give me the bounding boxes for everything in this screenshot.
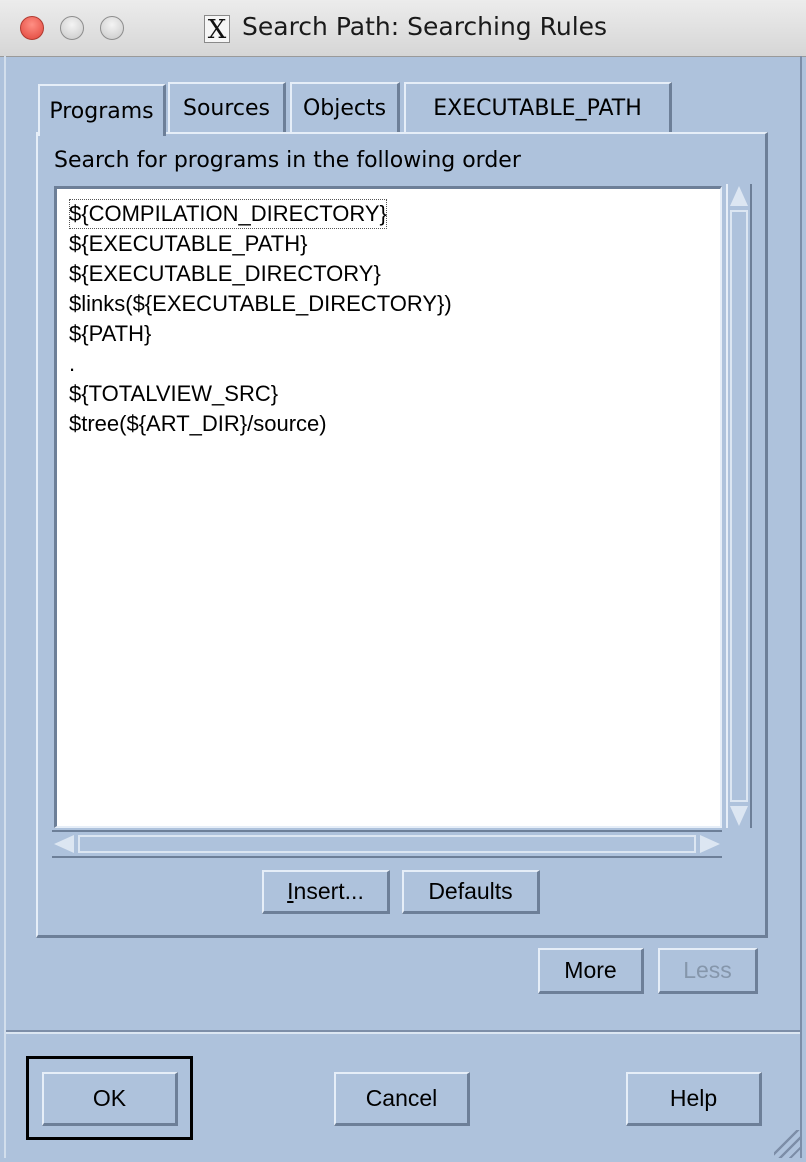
path-entry-tree-art-dir[interactable]: $tree(${ART_DIR}/source) — [69, 411, 327, 436]
tab-objects-label: Objects — [302, 95, 387, 121]
ok-button-label: OK — [92, 1085, 127, 1111]
cancel-button[interactable]: Cancel — [334, 1072, 470, 1126]
path-entry-path[interactable]: ${PATH} — [69, 321, 152, 346]
tab-sources-label: Sources — [182, 95, 271, 121]
less-button-label: Less — [683, 957, 732, 983]
scroll-up-arrow-icon[interactable] — [730, 186, 748, 206]
less-button: Less — [658, 948, 758, 994]
close-window-button[interactable] — [20, 16, 44, 40]
minimize-window-button[interactable] — [60, 16, 84, 40]
tab-objects[interactable]: Objects — [290, 82, 400, 132]
more-button[interactable]: More — [538, 948, 644, 994]
path-entry-executable-path[interactable]: ${EXECUTABLE_PATH} — [69, 231, 308, 256]
vertical-scroll-trough[interactable] — [730, 210, 748, 802]
footer-separator — [6, 1030, 800, 1034]
tab-executable-path-label: EXECUTABLE_PATH — [433, 95, 642, 121]
defaults-button-label: Defaults — [428, 878, 513, 904]
scroll-left-arrow-icon[interactable] — [54, 835, 74, 853]
path-entry-compilation-directory[interactable]: ${COMPILATION_DIRECTORY} — [69, 199, 387, 229]
vertical-scrollbar[interactable] — [726, 184, 752, 828]
insert-button-mnemonic: I — [287, 878, 294, 904]
scroll-right-arrow-icon[interactable] — [700, 835, 720, 853]
cancel-button-label: Cancel — [365, 1085, 438, 1111]
path-entry-links-executable-directory[interactable]: $links(${EXECUTABLE_DIRECTORY}) — [69, 291, 452, 316]
search-order-label: Search for programs in the following ord… — [54, 148, 521, 173]
help-button[interactable]: Help — [626, 1072, 762, 1126]
defaults-button[interactable]: Defaults — [402, 870, 540, 914]
tab-programs[interactable]: Programs — [38, 84, 166, 136]
horizontal-scrollbar[interactable] — [52, 830, 722, 858]
window-title: Search Path: Searching Rules — [242, 12, 608, 41]
search-path-list[interactable]: ${COMPILATION_DIRECTORY} ${EXECUTABLE_PA… — [54, 186, 722, 828]
ok-button[interactable]: OK — [42, 1072, 178, 1126]
default-button-frame — [26, 1056, 193, 1140]
path-entry-totalview-src[interactable]: ${TOTALVIEW_SRC} — [69, 381, 279, 406]
horizontal-scroll-trough[interactable] — [78, 835, 696, 853]
help-button-label: Help — [669, 1085, 718, 1111]
tab-programs-label: Programs — [49, 98, 154, 124]
x11-app-icon: X — [204, 15, 230, 44]
resize-grip-icon[interactable] — [774, 1130, 802, 1158]
tab-sources[interactable]: Sources — [168, 82, 286, 132]
path-entry-executable-directory[interactable]: ${EXECUTABLE_DIRECTORY} — [69, 261, 381, 286]
title-bar: X Search Path: Searching Rules — [0, 0, 806, 57]
insert-button-label: nsert... — [293, 878, 364, 904]
zoom-window-button[interactable] — [100, 16, 124, 40]
path-entry-current-directory[interactable]: . — [69, 351, 76, 376]
more-button-label: More — [564, 957, 617, 983]
tab-executable-path[interactable]: EXECUTABLE_PATH — [404, 82, 672, 132]
scroll-down-arrow-icon[interactable] — [730, 806, 748, 826]
